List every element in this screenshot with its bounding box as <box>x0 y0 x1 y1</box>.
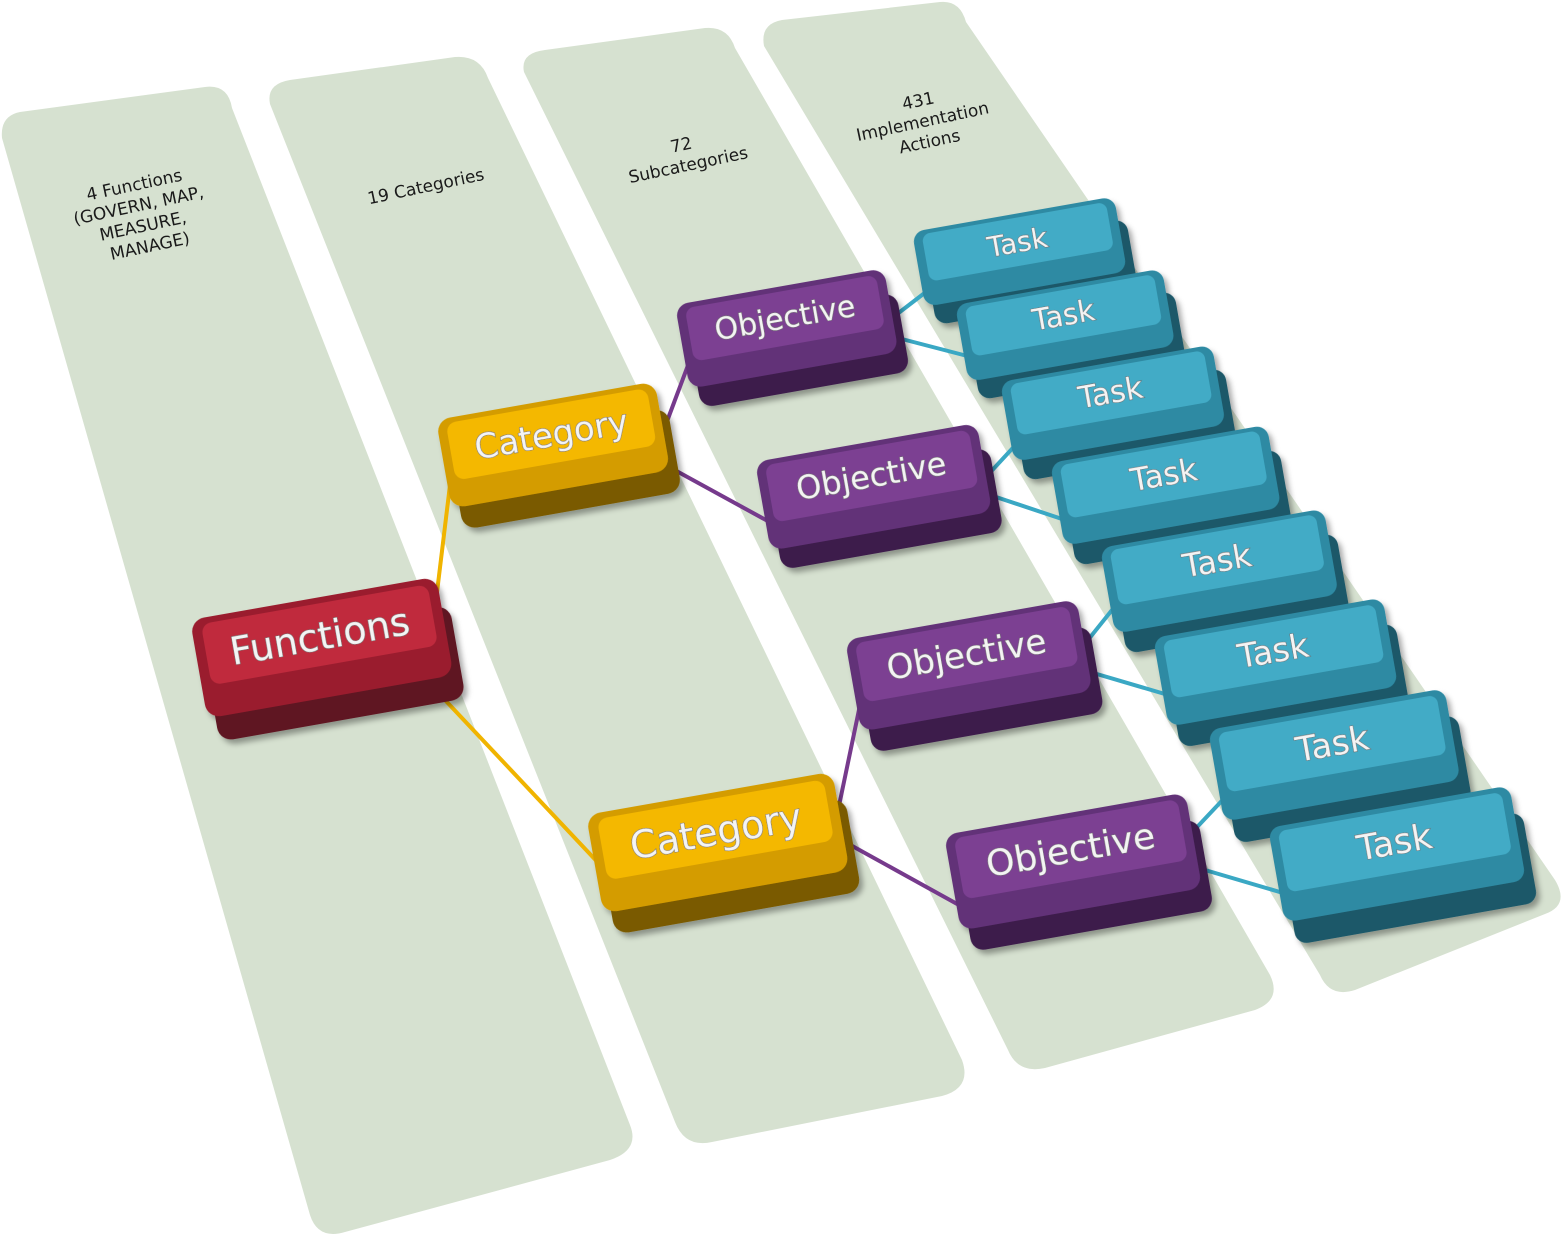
node-category-1[interactable]: Category <box>436 380 682 531</box>
node-task-2[interactable]: Task <box>955 267 1187 401</box>
line-objective-task-2 <box>897 336 976 360</box>
node-objective-4[interactable]: Objective <box>944 791 1214 953</box>
line-objective-task-8 <box>1204 868 1291 897</box>
node-functions[interactable]: Functions <box>190 575 466 743</box>
node-category-2[interactable]: Category <box>586 770 861 936</box>
line-category-objective-4 <box>844 840 969 912</box>
line-function-category-2 <box>443 698 607 872</box>
line-objective-task-6 <box>1089 670 1176 699</box>
node-objective-2[interactable]: Objective <box>755 422 1004 572</box>
node-objective-3[interactable]: Objective <box>845 598 1104 754</box>
node-task-8[interactable]: Task <box>1268 784 1538 946</box>
node-objective-1[interactable]: Objective <box>675 267 910 410</box>
line-objective-task-4 <box>989 493 1066 522</box>
node-task-6[interactable]: Task <box>1153 596 1410 749</box>
line-category-objective-2 <box>659 460 776 527</box>
